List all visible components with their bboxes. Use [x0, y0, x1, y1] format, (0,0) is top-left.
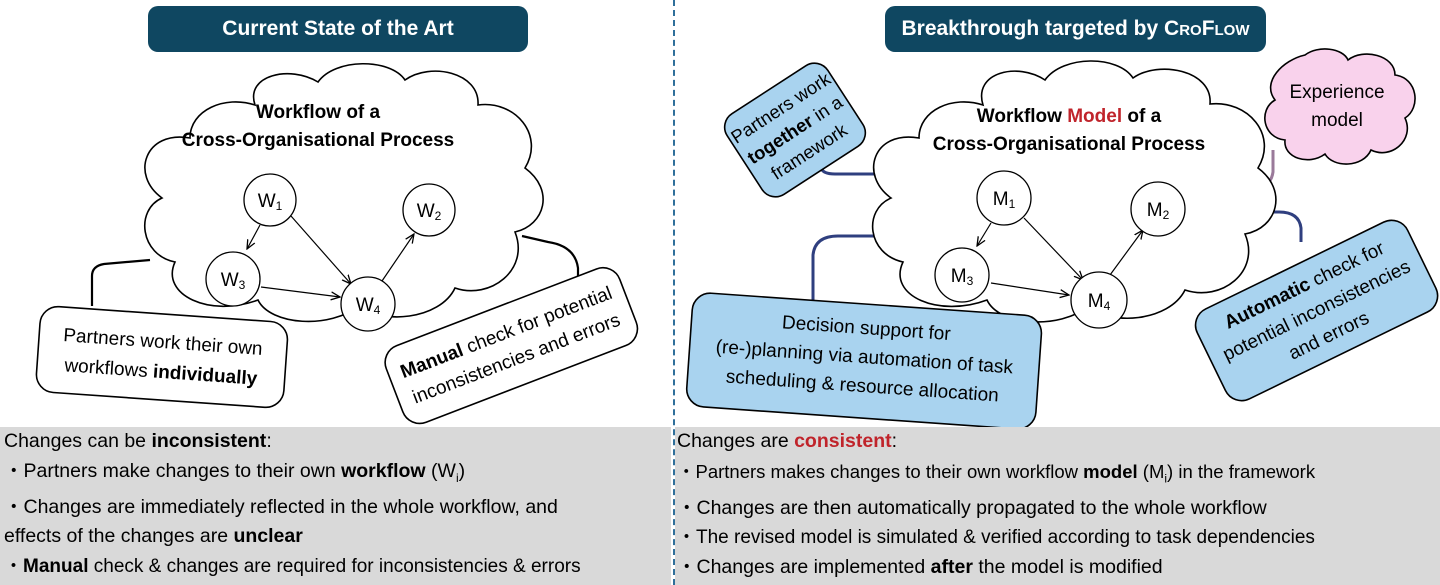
right-summary-bullet-1: ・Partners makes changes to their own wor…: [677, 460, 1316, 486]
left-header: Current State of the Art: [148, 6, 528, 52]
left-summary-bullet-2: ・Changes are immediately reflected in th…: [4, 495, 558, 518]
left-cloud-title-2: Cross-Organisational Process: [182, 130, 454, 151]
right-summary-bullet-4: ・Changes are implemented after the model…: [677, 555, 1163, 578]
node-w1: W1: [243, 173, 297, 227]
left-summary-bullet-3: ・Manual check & changes are required for…: [4, 555, 581, 577]
node-w3: W3: [205, 251, 261, 307]
node-m1: M1: [976, 170, 1032, 226]
left-connector-manual: [521, 234, 580, 282]
svg-text:W4: W4: [356, 295, 381, 317]
svg-text:W2: W2: [417, 201, 442, 223]
svg-text:W3: W3: [221, 270, 246, 292]
right-summary-bullet-2: ・Changes are then automatically propagat…: [677, 496, 1267, 519]
callout-automatic: Automatic check for potential inconsiste…: [1194, 219, 1439, 402]
left-connector-individual: [90, 258, 151, 306]
svg-text:M4: M4: [1088, 291, 1111, 313]
left-diagram: Workflow of a Cross-Organisational Proce…: [35, 63, 639, 425]
right-cloud: [871, 60, 1277, 323]
callout-experience-model: Experience model: [1264, 48, 1416, 165]
node-w4: W4: [340, 276, 396, 332]
edge-w1-w4: [290, 215, 351, 284]
edge-w3-w4: [260, 286, 340, 297]
node-m3: M3: [934, 247, 990, 303]
svg-text:model: model: [1311, 110, 1363, 131]
node-m2: M2: [1130, 181, 1186, 237]
node-m4: M4: [1070, 271, 1128, 329]
right-connector-decision: [811, 234, 895, 310]
left-summary-bullet-1: ・Partners make changes to their own work…: [4, 459, 466, 485]
right-diagram: Workflow Model of a Cross-Organisational…: [685, 48, 1439, 427]
right-header-text: Breakthrough targeted by CroFlow: [901, 17, 1250, 40]
left-summary-panel: Changes can be inconsistent: ・Partners m…: [0, 427, 671, 585]
svg-text:W1: W1: [258, 191, 283, 213]
right-summary-panel: Changes are consistent: ・Partners makes …: [675, 427, 1440, 585]
left-summary-title: Changes can be inconsistent:: [4, 430, 272, 452]
edge-m4-m2: [1109, 230, 1143, 276]
edge-w1-w3: [247, 224, 261, 249]
right-cloud-title-1: Workflow Model of a: [977, 106, 1162, 127]
right-connector-automatic: [1223, 210, 1303, 242]
edge-m1-m4: [1023, 217, 1083, 280]
left-cloud-title-1: Workflow of a: [256, 102, 381, 123]
svg-text:Experience: Experience: [1289, 82, 1384, 103]
svg-text:M2: M2: [1147, 200, 1170, 222]
right-header: Breakthrough targeted by CroFlow: [885, 6, 1266, 52]
callout-individually: Partners work their own workflows indivi…: [35, 305, 289, 409]
svg-text:M1: M1: [993, 189, 1016, 211]
edge-m3-m4: [990, 282, 1069, 295]
edge-m1-m3: [977, 222, 992, 246]
column-divider: [673, 0, 675, 585]
model-highlight: Model: [1067, 106, 1122, 127]
callout-together: Partners work together in a framework: [723, 62, 867, 198]
left-header-text: Current State of the Art: [222, 17, 454, 40]
right-summary-bullet-3: ・The revised model is simulated & verifi…: [677, 527, 1315, 549]
right-summary-title: Changes are consistent:: [677, 430, 898, 452]
node-w2: W2: [402, 183, 456, 237]
right-cloud-title-2: Cross-Organisational Process: [933, 134, 1205, 155]
callout-decision-support: Decision support for (re-)planning via a…: [685, 292, 1043, 427]
left-summary-bullet-2-cont: effects of the changes are unclear: [4, 525, 303, 548]
svg-text:M3: M3: [951, 266, 974, 288]
croflow-brand: CroFlow: [1164, 17, 1250, 40]
edge-w4-w2: [381, 234, 414, 282]
